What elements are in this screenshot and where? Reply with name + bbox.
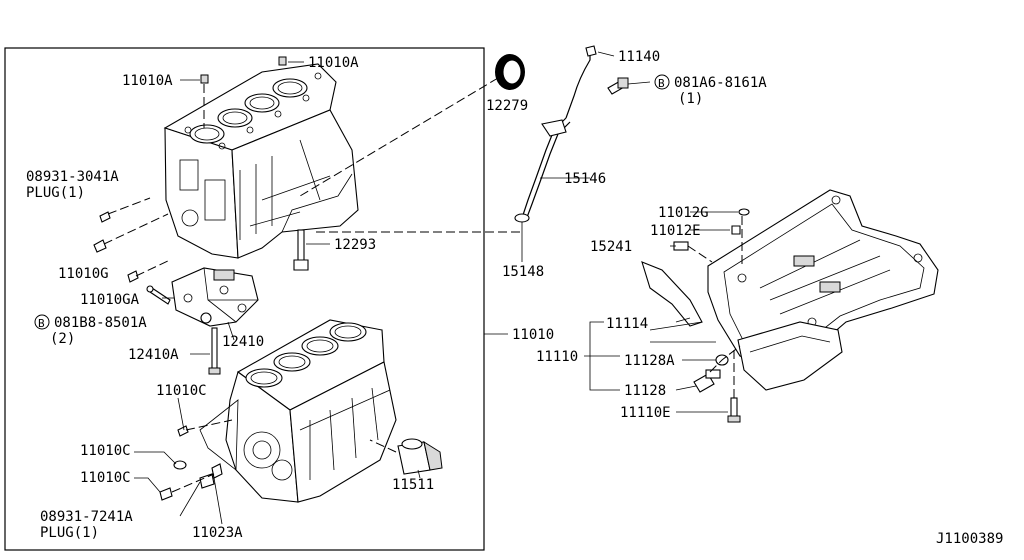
- label-12410: 12410: [222, 334, 264, 350]
- oil-pan-upper[interactable]: [707, 189, 939, 367]
- label-11110E: 11110E: [620, 405, 671, 421]
- bolt-081B8[interactable]: [146, 285, 171, 305]
- bolt-15241[interactable]: [673, 241, 689, 251]
- dash-08931-bottom: [171, 473, 215, 493]
- label-11012E: 11012E: [650, 223, 701, 239]
- fastener-11010A-top[interactable]: [278, 56, 287, 66]
- label-11128A: 11128A: [624, 353, 675, 369]
- label-12293: 12293: [334, 237, 376, 253]
- dash-11128: [709, 345, 741, 373]
- bolt-symbol-081A6: B: [654, 74, 670, 90]
- label-11114: 11114: [606, 316, 648, 332]
- label-plug-top: PLUG(1): [26, 185, 85, 201]
- label-11010GA: 11010GA: [80, 292, 140, 308]
- label-12410A: 12410A: [128, 347, 179, 363]
- bolt-12293[interactable]: [293, 229, 309, 271]
- dash-plug-g: [103, 213, 169, 245]
- label-08931-7241A: 08931-7241A: [40, 509, 133, 525]
- svg-text:B: B: [658, 77, 665, 90]
- label-081A6-8161A: 081A6-8161A: [674, 75, 767, 91]
- drain-plug-11128[interactable]: [693, 369, 721, 393]
- label-11023A: 11023A: [192, 525, 243, 541]
- oring-15148[interactable]: [514, 213, 530, 223]
- label-11010C-c: 11010C: [80, 470, 131, 486]
- dash-11511: [369, 439, 397, 453]
- diagram-code: J1100389: [936, 531, 1003, 547]
- bolt-symbol-081B8: B: [34, 314, 50, 330]
- block-group-frame: [4, 47, 485, 551]
- label-11140: 11140: [618, 49, 660, 65]
- label-15146: 15146: [564, 171, 606, 187]
- label-08931-3041A: 08931-3041A: [26, 169, 119, 185]
- plug-11010C-b[interactable]: [173, 460, 187, 470]
- plug-11012G[interactable]: [738, 208, 750, 216]
- oil-pump-12410[interactable]: [171, 267, 259, 327]
- oil-seal-12279[interactable]: [495, 54, 525, 90]
- part-11511[interactable]: [397, 438, 443, 475]
- label-11010A-top: 11010A: [308, 55, 359, 71]
- leader-lines: [134, 51, 738, 525]
- plug-11010C-a[interactable]: [177, 425, 189, 437]
- oil-pan-lower[interactable]: [737, 321, 843, 391]
- label-15241: 15241: [590, 239, 632, 255]
- dash-plug-ga: [135, 259, 171, 277]
- cylinder-block-upper[interactable]: [163, 63, 359, 259]
- plug-11010GA[interactable]: [127, 270, 139, 283]
- label-11010A-left: 11010A: [122, 73, 173, 89]
- label-11010: 11010: [512, 327, 554, 343]
- label-081B8-qty: (2): [50, 331, 75, 347]
- dipstick-11140[interactable]: [565, 45, 597, 119]
- plug-11012E[interactable]: [731, 225, 741, 235]
- bolt-11110E[interactable]: [727, 397, 741, 423]
- bolt-081A6[interactable]: [607, 77, 629, 95]
- svg-text:B: B: [38, 317, 45, 330]
- fastener-11010A-left[interactable]: [200, 74, 209, 84]
- dowel-11023A[interactable]: [211, 463, 223, 479]
- label-11511: 11511: [392, 477, 434, 493]
- label-11010C-b: 11010C: [80, 443, 131, 459]
- plug-08931-3041A[interactable]: [99, 211, 111, 223]
- dash-11010C: [185, 419, 233, 431]
- label-11128: 11128: [624, 383, 666, 399]
- label-11010G: 11010G: [58, 266, 109, 282]
- label-11012G: 11012G: [658, 205, 709, 221]
- dash-15241: [687, 245, 713, 263]
- label-15148: 15148: [502, 264, 544, 280]
- label-11110: 11110: [536, 349, 578, 365]
- plug-11010C-c[interactable]: [159, 487, 173, 501]
- bolt-12410A[interactable]: [208, 327, 221, 375]
- label-11010C-a: 11010C: [156, 383, 207, 399]
- cylinder-block-lower[interactable]: [199, 319, 397, 503]
- baffle-11114[interactable]: [641, 261, 703, 327]
- plug-08931-7241A[interactable]: [199, 473, 215, 489]
- plug-11010G[interactable]: [93, 239, 107, 253]
- dash-plug-top: [107, 197, 151, 215]
- label-plug-bottom: PLUG(1): [40, 525, 99, 541]
- label-081B8-8501A: 081B8-8501A: [54, 315, 147, 331]
- dipstick-guide-15146[interactable]: [521, 117, 571, 221]
- label-081A6-qty: (1): [678, 91, 703, 107]
- label-12279: 12279: [486, 98, 528, 114]
